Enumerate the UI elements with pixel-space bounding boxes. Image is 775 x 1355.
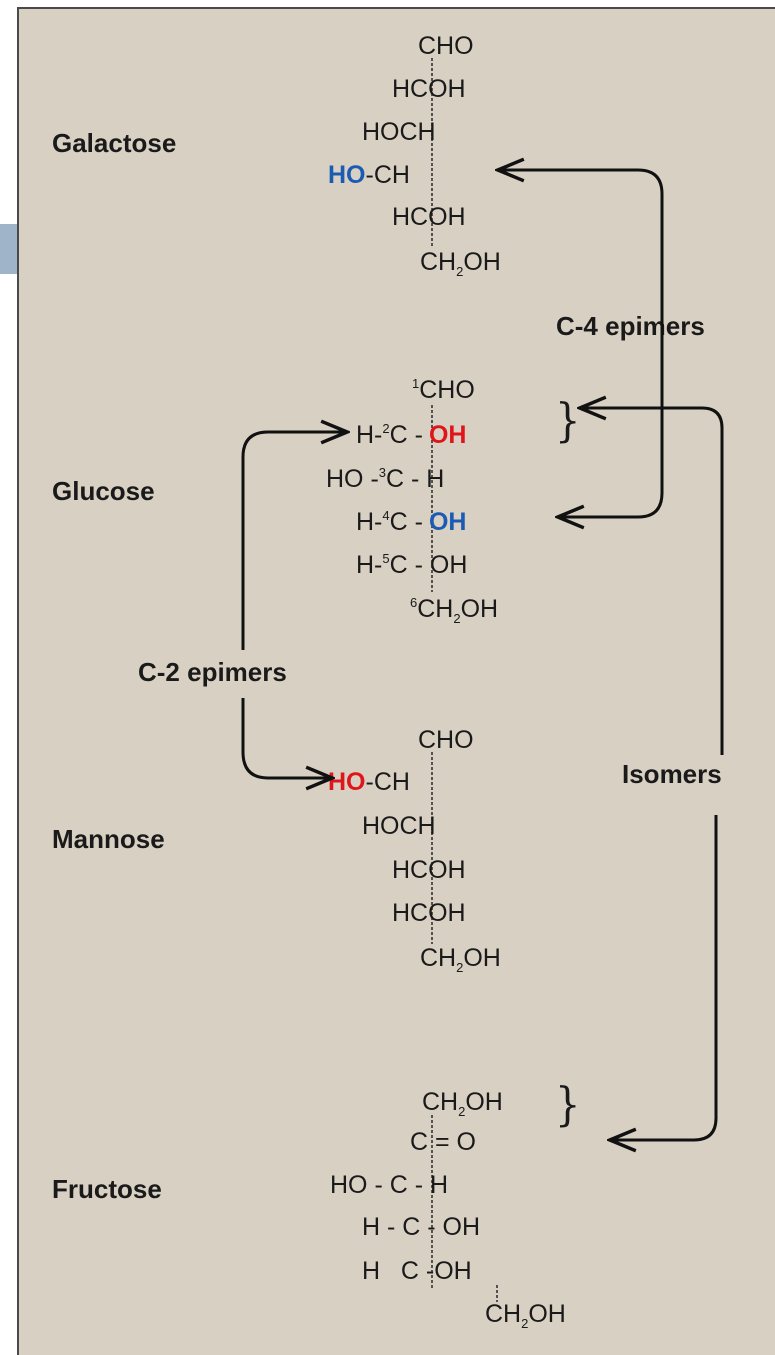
- svg-text:CHO: CHO: [418, 32, 474, 60]
- glucose-c2-oh-highlight: OH: [429, 421, 467, 449]
- svg-text:C = O: C = O: [410, 1128, 476, 1156]
- svg-text:6CH2OH: 6CH2OH: [410, 595, 498, 626]
- sugar-name-glucose: Glucose: [52, 476, 155, 506]
- isomers-arrow-upper: [582, 406, 724, 755]
- c4-epimer-arrow: [500, 170, 664, 517]
- epimers-figure-panel: [17, 7, 775, 1355]
- svg-text:H - C - OH: H - C - OH: [362, 1213, 480, 1241]
- svg-text:HCOH: HCOH: [392, 75, 466, 103]
- svg-text:H C -OH: H C -OH: [362, 1257, 472, 1285]
- svg-text:H-2C -OH: H-2C -OH: [356, 421, 466, 449]
- svg-text:CH2OH: CH2OH: [422, 1088, 503, 1119]
- isomers-arrow-lower: [612, 815, 718, 1140]
- svg-text:HCOH: HCOH: [392, 899, 466, 927]
- svg-text:CHO: CHO: [418, 726, 474, 754]
- glucose-brace: }: [555, 394, 580, 447]
- svg-text:HOCH: HOCH: [362, 812, 436, 840]
- c2-epimer-arrow: [241, 432, 345, 650]
- glucose-c4-oh-highlight: OH: [429, 508, 467, 536]
- galactose-structure: CHO HCOH HOCH HO-CH HCOH CH2OH: [328, 32, 501, 279]
- svg-text:CH2OH: CH2OH: [420, 248, 501, 279]
- galactose-c4-ho-highlight: HO: [328, 161, 366, 189]
- sugar-name-mannose: Mannose: [52, 824, 165, 854]
- c2-epimers-label: C-2 epimers: [138, 657, 287, 687]
- svg-text:CH2OH: CH2OH: [485, 1300, 566, 1331]
- svg-text:H-4C -OH: H-4C -OH: [356, 508, 466, 536]
- left-slide-bar: [0, 224, 17, 274]
- svg-text:HO -3C - H: HO -3C - H: [326, 465, 444, 493]
- svg-text:HCOH: HCOH: [392, 203, 466, 231]
- svg-text:HO-CH: HO-CH: [328, 161, 410, 189]
- isomers-label: Isomers: [622, 759, 722, 789]
- c4-epimers-label: C-4 epimers: [556, 311, 705, 341]
- c2-epimer-arrow-lower: [241, 698, 330, 778]
- mannose-structure: CHO HO-CH HOCH HCOH HCOH CH2OH: [328, 726, 501, 975]
- fructose-structure: CH2OH C = O HO - C - H H - C - OH H C -O…: [330, 1078, 580, 1331]
- svg-text:HOCH: HOCH: [362, 118, 436, 146]
- svg-text:CH2OH: CH2OH: [420, 944, 501, 975]
- fructose-brace: }: [555, 1078, 580, 1131]
- svg-text:HO-CH: HO-CH: [328, 768, 410, 796]
- svg-text:HO - C - H: HO - C - H: [330, 1171, 448, 1199]
- svg-text:1CHO: 1CHO: [412, 376, 475, 404]
- mannose-c2-ho-highlight: HO: [328, 768, 366, 796]
- svg-text:HCOH: HCOH: [392, 856, 466, 884]
- sugar-name-galactose: Galactose: [52, 128, 176, 158]
- glucose-structure: 1CHO H-2C -OH HO -3C - H H-4C -OH H-5C -…: [326, 376, 580, 626]
- svg-text:H-5C - OH: H-5C - OH: [356, 551, 467, 579]
- sugar-name-fructose: Fructose: [52, 1174, 162, 1204]
